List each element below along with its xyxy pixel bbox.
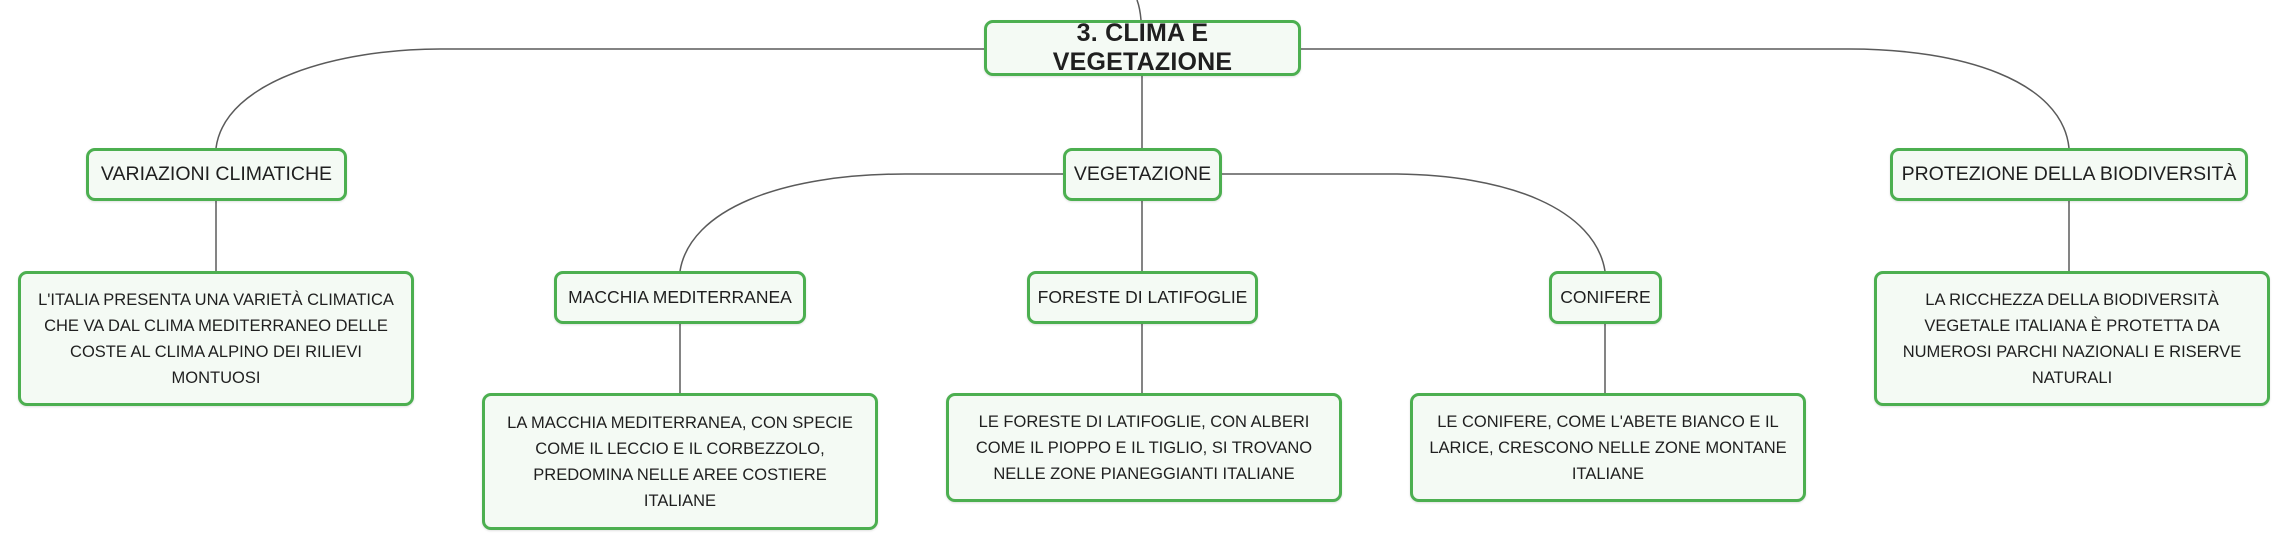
connector-parent-root: [1136, 0, 1142, 21]
note-macchia-mediterranea-text: LA MACCHIA MEDITERRANEA, CON SPECIE COME…: [507, 413, 853, 510]
note-conifere-text: LE CONIFERE, COME L'ABETE BIANCO E IL LA…: [1429, 412, 1787, 483]
note-conifere[interactable]: LE CONIFERE, COME L'ABETE BIANCO E IL LA…: [1410, 393, 1806, 502]
node-conifere-label: CONIFERE: [1560, 287, 1651, 307]
node-foreste-latifoglie[interactable]: FORESTE DI LATIFOGLIE: [1027, 271, 1258, 324]
node-variazioni-climatiche[interactable]: VARIAZIONI CLIMATICHE: [86, 148, 347, 201]
note-variazioni-climatiche[interactable]: L'ITALIA PRESENTA UNA VARIETÀ CLIMATICA …: [18, 271, 414, 406]
node-macchia-mediterranea-label: MACCHIA MEDITERRANEA: [568, 287, 792, 307]
connector-root-protezione: [1300, 48, 2070, 149]
node-variazioni-climatiche-label: VARIAZIONI CLIMATICHE: [100, 163, 333, 185]
node-protezione-biodiversita-label: PROTEZIONE DELLA BIODIVERSITÀ: [1901, 163, 2237, 185]
note-variazioni-climatiche-text: L'ITALIA PRESENTA UNA VARIETÀ CLIMATICA …: [38, 290, 394, 387]
note-foreste-latifoglie-text: LE FORESTE DI LATIFOGLIE, CON ALBERI COM…: [975, 412, 1313, 483]
connector-root-variazioni: [215, 48, 984, 149]
node-protezione-biodiversita[interactable]: PROTEZIONE DELLA BIODIVERSITÀ: [1890, 148, 2248, 201]
node-root-label: 3. CLIMA E VEGETAZIONE: [1052, 19, 1233, 76]
note-protezione-biodiversita[interactable]: LA RICCHEZZA DELLA BIODIVERSITÀ VEGETALE…: [1874, 271, 2270, 406]
note-protezione-biodiversita-text: LA RICCHEZZA DELLA BIODIVERSITÀ VEGETALE…: [1902, 290, 2242, 387]
connector-vegetazione-macchia: [679, 173, 1063, 272]
connector-vegetazione-conifere: [1222, 173, 1606, 272]
node-vegetazione-label: VEGETAZIONE: [1073, 163, 1212, 185]
node-vegetazione[interactable]: VEGETAZIONE: [1063, 148, 1222, 201]
node-root[interactable]: 3. CLIMA E VEGETAZIONE: [984, 19, 1301, 76]
node-foreste-latifoglie-label: FORESTE DI LATIFOGLIE: [1037, 287, 1248, 307]
node-conifere[interactable]: CONIFERE: [1549, 271, 1662, 324]
note-macchia-mediterranea[interactable]: LA MACCHIA MEDITERRANEA, CON SPECIE COME…: [482, 393, 878, 530]
note-foreste-latifoglie[interactable]: LE FORESTE DI LATIFOGLIE, CON ALBERI COM…: [946, 393, 1342, 502]
node-macchia-mediterranea[interactable]: MACCHIA MEDITERRANEA: [554, 271, 806, 324]
